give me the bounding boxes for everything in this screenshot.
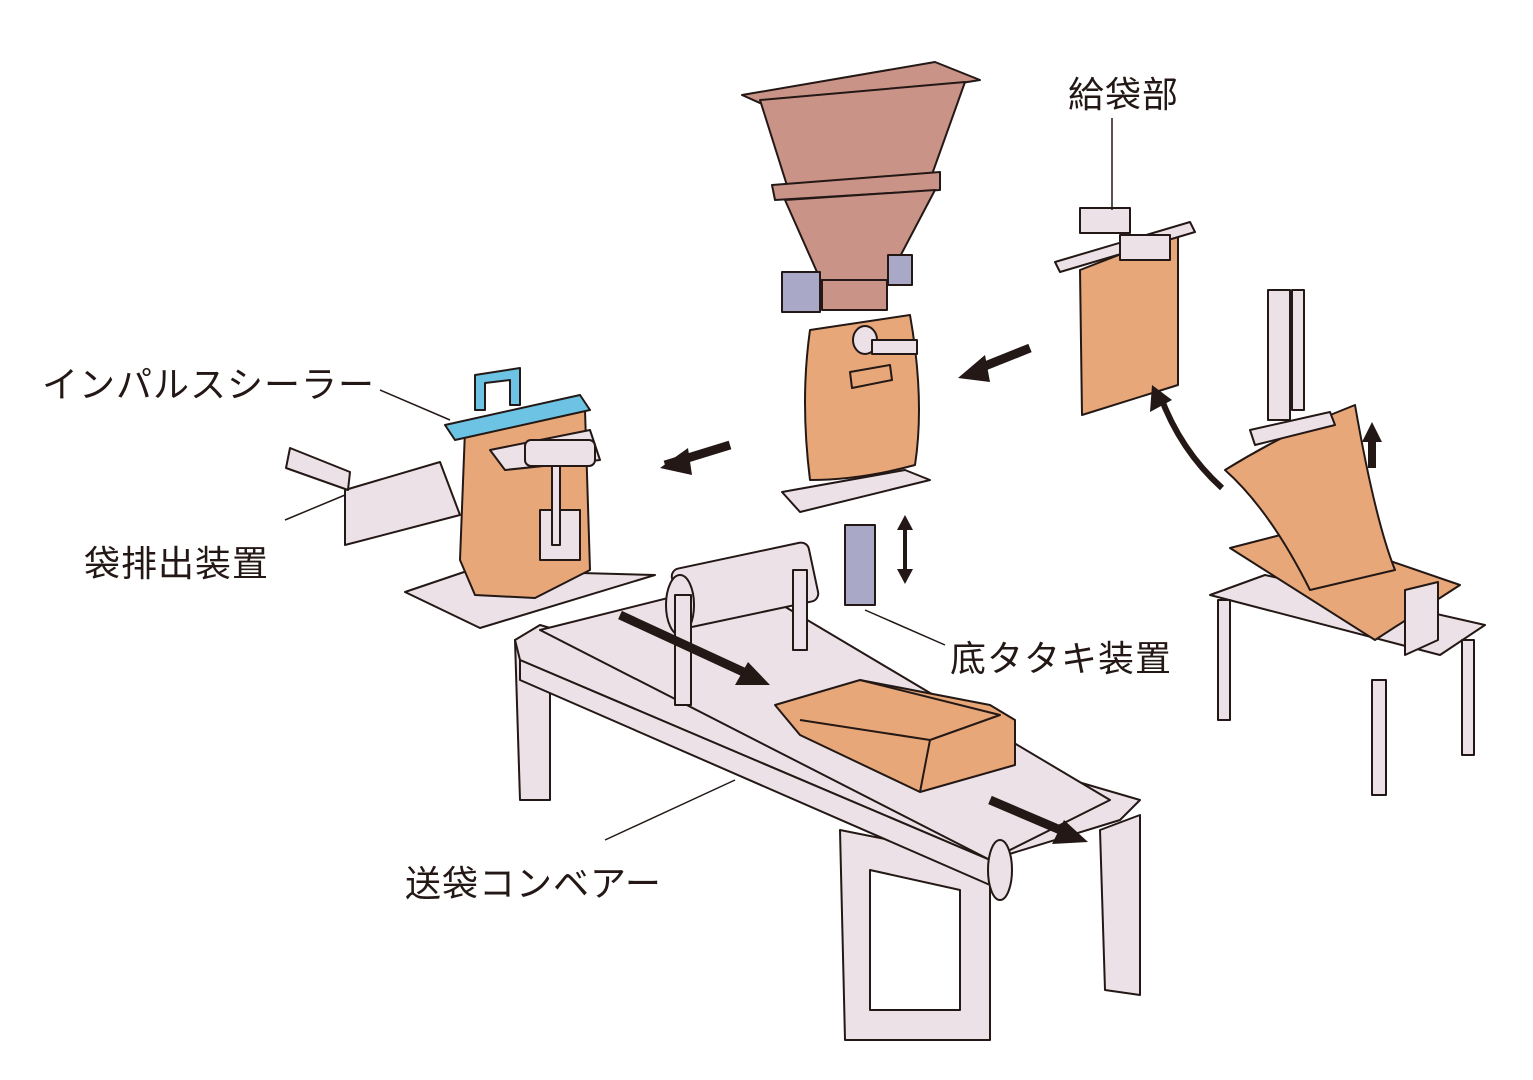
label-bag-conveyor: 送袋コンベアー [405,864,662,905]
bag-feeder [1054,207,1486,796]
conveyor-leg-right [1099,814,1141,996]
impulse-sealer-bar [444,394,591,441]
clamp-cylinder-left [781,271,821,313]
leader-lines [284,118,1113,841]
flow-arrow-conveyor-1 [618,610,752,680]
filled-bag-on-conveyor [774,679,1016,793]
bag-stack [1229,529,1461,641]
label-bottom-tapper: 底タタキ装置 [950,639,1173,680]
filling-hopper [741,61,1032,606]
lift-cylinder [1267,289,1291,421]
impulse-sealer-station [285,367,732,629]
label-bag-feeder: 給袋部 [1068,75,1180,116]
bag-on-filler [804,314,920,481]
curved-feed-arrow [1157,393,1225,491]
label-bag-discharge: 袋排出装置 [84,544,270,585]
flow-arrow-conveyor-2 [988,795,1067,837]
label-impulse-sealer: インパルスシーラー [42,365,376,406]
clamp-cylinder-right [887,254,913,286]
roller-post-right [792,569,808,651]
discharge-pusher-plate [344,461,461,546]
discharge-cylinder [285,447,351,491]
bag-conveyor [514,541,1141,1041]
sealer-handle [474,367,521,411]
tapper-plate [781,469,931,513]
tapper-cylinder [844,524,876,606]
sealer-base-plate [404,569,656,629]
